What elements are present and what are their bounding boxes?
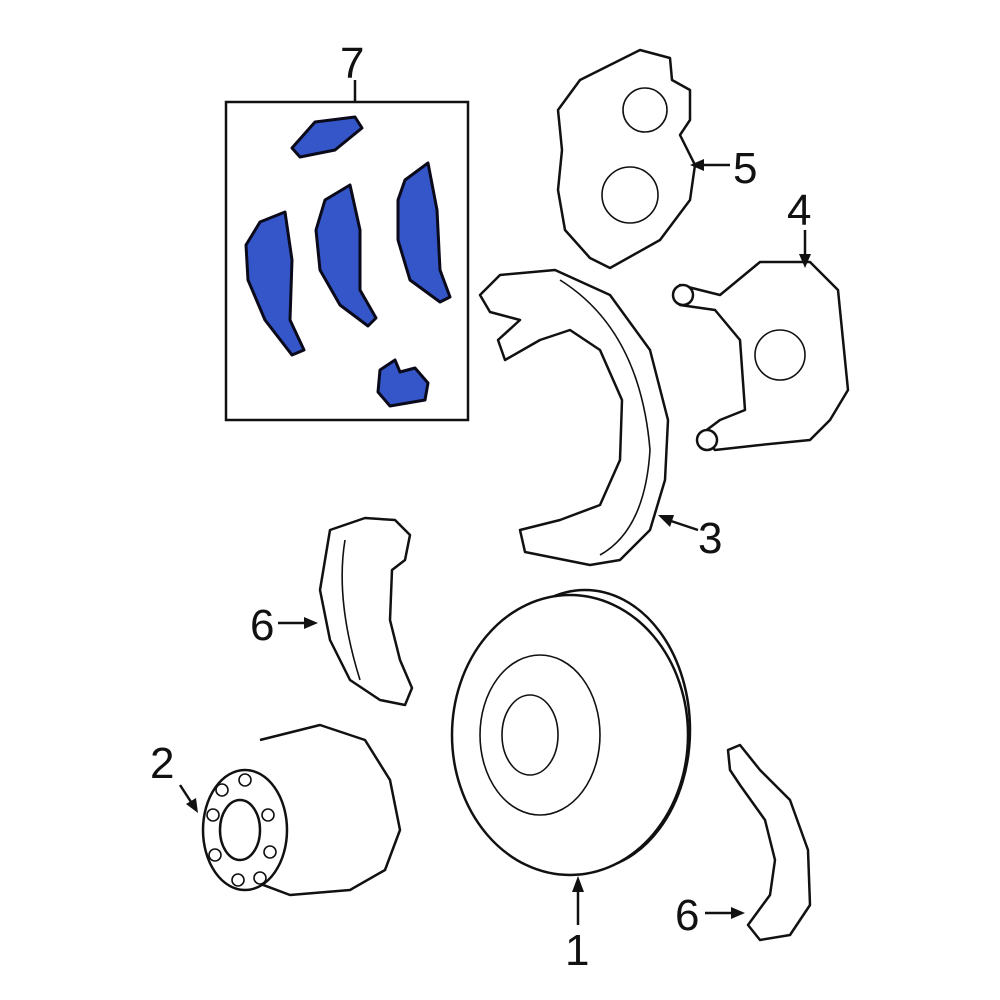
- pad-wear-sensor: [376, 358, 430, 408]
- callout-3: 3: [698, 514, 722, 563]
- callout-1: 1: [565, 926, 589, 975]
- brake-pad-left[interactable]: [318, 516, 414, 707]
- callout-5: 5: [733, 144, 757, 193]
- brake-pad-2: [314, 183, 378, 328]
- callout-6-lower: 6: [675, 891, 699, 940]
- brake-pad-1: [244, 210, 306, 357]
- brake-pad-3: [396, 161, 452, 304]
- brake-pad-right[interactable]: [726, 743, 812, 942]
- callout-6-upper: 6: [250, 601, 274, 650]
- callout-2: 2: [150, 739, 174, 788]
- caliper-support[interactable]: [671, 260, 850, 452]
- pad-clip: [290, 115, 364, 159]
- caliper[interactable]: [556, 48, 697, 270]
- splash-shield[interactable]: [478, 268, 670, 567]
- rotor[interactable]: [450, 588, 692, 877]
- brake-pad-kit[interactable]: [224, 80, 470, 422]
- callout-7: 7: [340, 39, 364, 88]
- callout-4: 4: [787, 186, 811, 235]
- hub[interactable]: [201, 723, 402, 897]
